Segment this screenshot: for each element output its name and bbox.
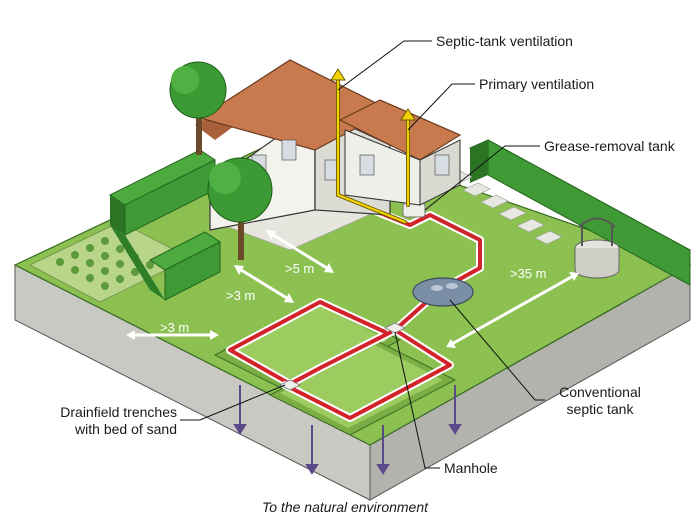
vegetable-garden xyxy=(29,221,191,303)
hedge-right xyxy=(468,139,692,286)
label-grease-removal-tank: Grease-removal tank xyxy=(544,138,676,154)
label-conventional-septic-tank: Conventional xyxy=(559,384,641,400)
effluent-pipes xyxy=(226,191,484,422)
septic-vent-cap-icon xyxy=(330,68,346,81)
caption-natural-environment: To the natural environment xyxy=(262,499,429,515)
tree-back xyxy=(169,61,227,155)
distance-hedge: >3 m xyxy=(160,320,189,335)
arrow-heads xyxy=(126,230,579,348)
label-conventional-septic-tank-line2: septic tank xyxy=(567,401,635,417)
primary-vent-cap-icon xyxy=(400,108,416,121)
leader-lines xyxy=(180,40,545,469)
water-well xyxy=(574,217,620,279)
manhole-boxes xyxy=(279,322,406,391)
septic-tank xyxy=(412,277,474,307)
label-primary-ventilation: Primary ventilation xyxy=(479,76,594,92)
stepping-stones xyxy=(444,170,563,245)
ventilation-pipes xyxy=(336,76,410,224)
label-manhole: Manhole xyxy=(444,460,498,476)
distance-well: >35 m xyxy=(510,266,547,281)
label-drainfield-trenches: Drainfield trenches xyxy=(60,404,177,420)
hedge-left xyxy=(109,149,221,301)
tree-front xyxy=(207,157,273,260)
infiltration-arrows xyxy=(233,385,462,475)
label-drainfield-trenches-line2: with bed of sand xyxy=(74,421,177,437)
distance-house: >5 m xyxy=(285,261,314,276)
distance-tree: >3 m xyxy=(226,288,255,303)
label-septic-tank-ventilation: Septic-tank ventilation xyxy=(436,33,573,49)
distance-arrows xyxy=(130,231,576,347)
